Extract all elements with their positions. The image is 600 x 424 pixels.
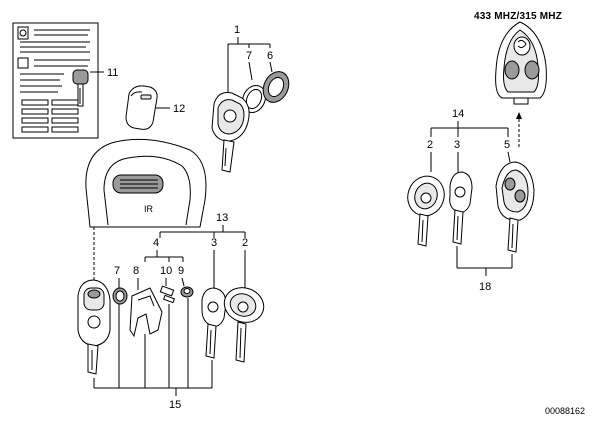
key-14-5: [495, 161, 535, 253]
callout-7: 7: [114, 265, 120, 277]
callout-14-5: 5: [504, 139, 510, 151]
callout-15: 15: [169, 399, 181, 411]
callout-9: 9: [178, 265, 184, 277]
key-13-3: [201, 287, 227, 359]
callout-12: 12: [173, 103, 185, 115]
callout-14-2: 2: [427, 139, 433, 151]
callout-1-6: 6: [267, 50, 273, 62]
key-clip-8: [129, 287, 163, 338]
callout-4: 4: [153, 237, 159, 249]
callout-1: 1: [234, 24, 240, 36]
callout-18: 18: [479, 281, 491, 293]
remote-433mhz: [495, 21, 547, 105]
callout-10: 10: [160, 265, 172, 277]
key-14-2: [407, 175, 445, 247]
callout-8: 8: [133, 265, 139, 277]
key-14-3: [449, 171, 473, 245]
callout-13: 13: [216, 212, 228, 224]
callout-14-3: 3: [454, 139, 460, 151]
callout-14: 14: [452, 108, 464, 120]
document-number: 00088162: [545, 406, 585, 416]
key-13-2: [223, 287, 265, 363]
key-ring-6: [262, 71, 290, 103]
callout-1-7: 7: [246, 50, 252, 62]
callout-13-3: 3: [211, 237, 217, 249]
callout-11: 11: [107, 67, 118, 79]
frequency-header: 433 MHZ/315 MHZ: [474, 11, 562, 22]
ir-receiver-housing: IR: [85, 138, 207, 228]
key-ring-7: [241, 84, 267, 114]
ir-label: IR: [144, 204, 154, 214]
small-ring-7: [112, 287, 128, 305]
key-fob-cover: [125, 85, 158, 130]
callout-13-2: 2: [242, 237, 248, 249]
instruction-card: [12, 22, 99, 139]
remote-key-large: [77, 279, 111, 375]
insert-10: [159, 285, 176, 304]
key-with-rings: [211, 92, 250, 173]
battery-9: [180, 286, 194, 298]
